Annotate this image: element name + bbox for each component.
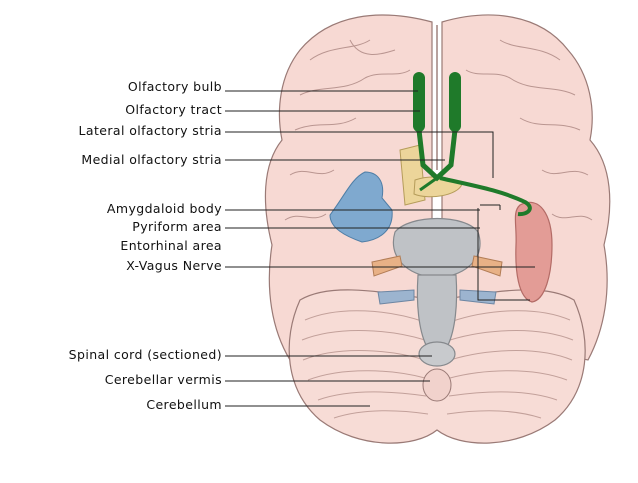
label-vagus-nerve: X-Vagus Nerve — [126, 258, 222, 273]
label-olfactory-bulb: Olfactory bulb — [127, 79, 222, 94]
gyri-texture — [284, 39, 593, 221]
bracket-lines — [225, 131, 530, 301]
label-amygdaloid-body: Amygdaloid body — [106, 201, 222, 216]
label-cerebellum: Cerebellum — [146, 397, 222, 412]
label-olfactory-tract: Olfactory tract — [125, 102, 222, 117]
label-entorhinal-area: Entorhinal area — [120, 238, 222, 253]
cranial-nerves-left — [371, 255, 403, 277]
label-spinal-cord: Spinal cord (sectioned) — [68, 347, 222, 362]
cerebellar-vermis-mark — [422, 368, 452, 402]
spinal-cord-section — [418, 341, 456, 367]
vagus-nerve-left — [377, 289, 415, 305]
middle-cerebral-vessels — [329, 171, 393, 243]
cranial-nerves-right — [471, 255, 503, 277]
label-medial-olfactory-stria: Medial olfactory stria — [81, 152, 222, 167]
olfactory-system — [413, 72, 532, 217]
amygdaloid-region — [514, 201, 553, 303]
cerebellar-folia — [301, 310, 574, 419]
label-pyriform-area: Pyriform area — [132, 219, 222, 234]
leader-lines — [225, 90, 535, 407]
right-cerebral-hemisphere — [441, 14, 611, 361]
label-cerebellar-vermis: Cerebellar vermis — [104, 372, 222, 387]
medulla — [416, 274, 458, 346]
label-lateral-olfactory-stria: Lateral olfactory stria — [78, 123, 222, 138]
